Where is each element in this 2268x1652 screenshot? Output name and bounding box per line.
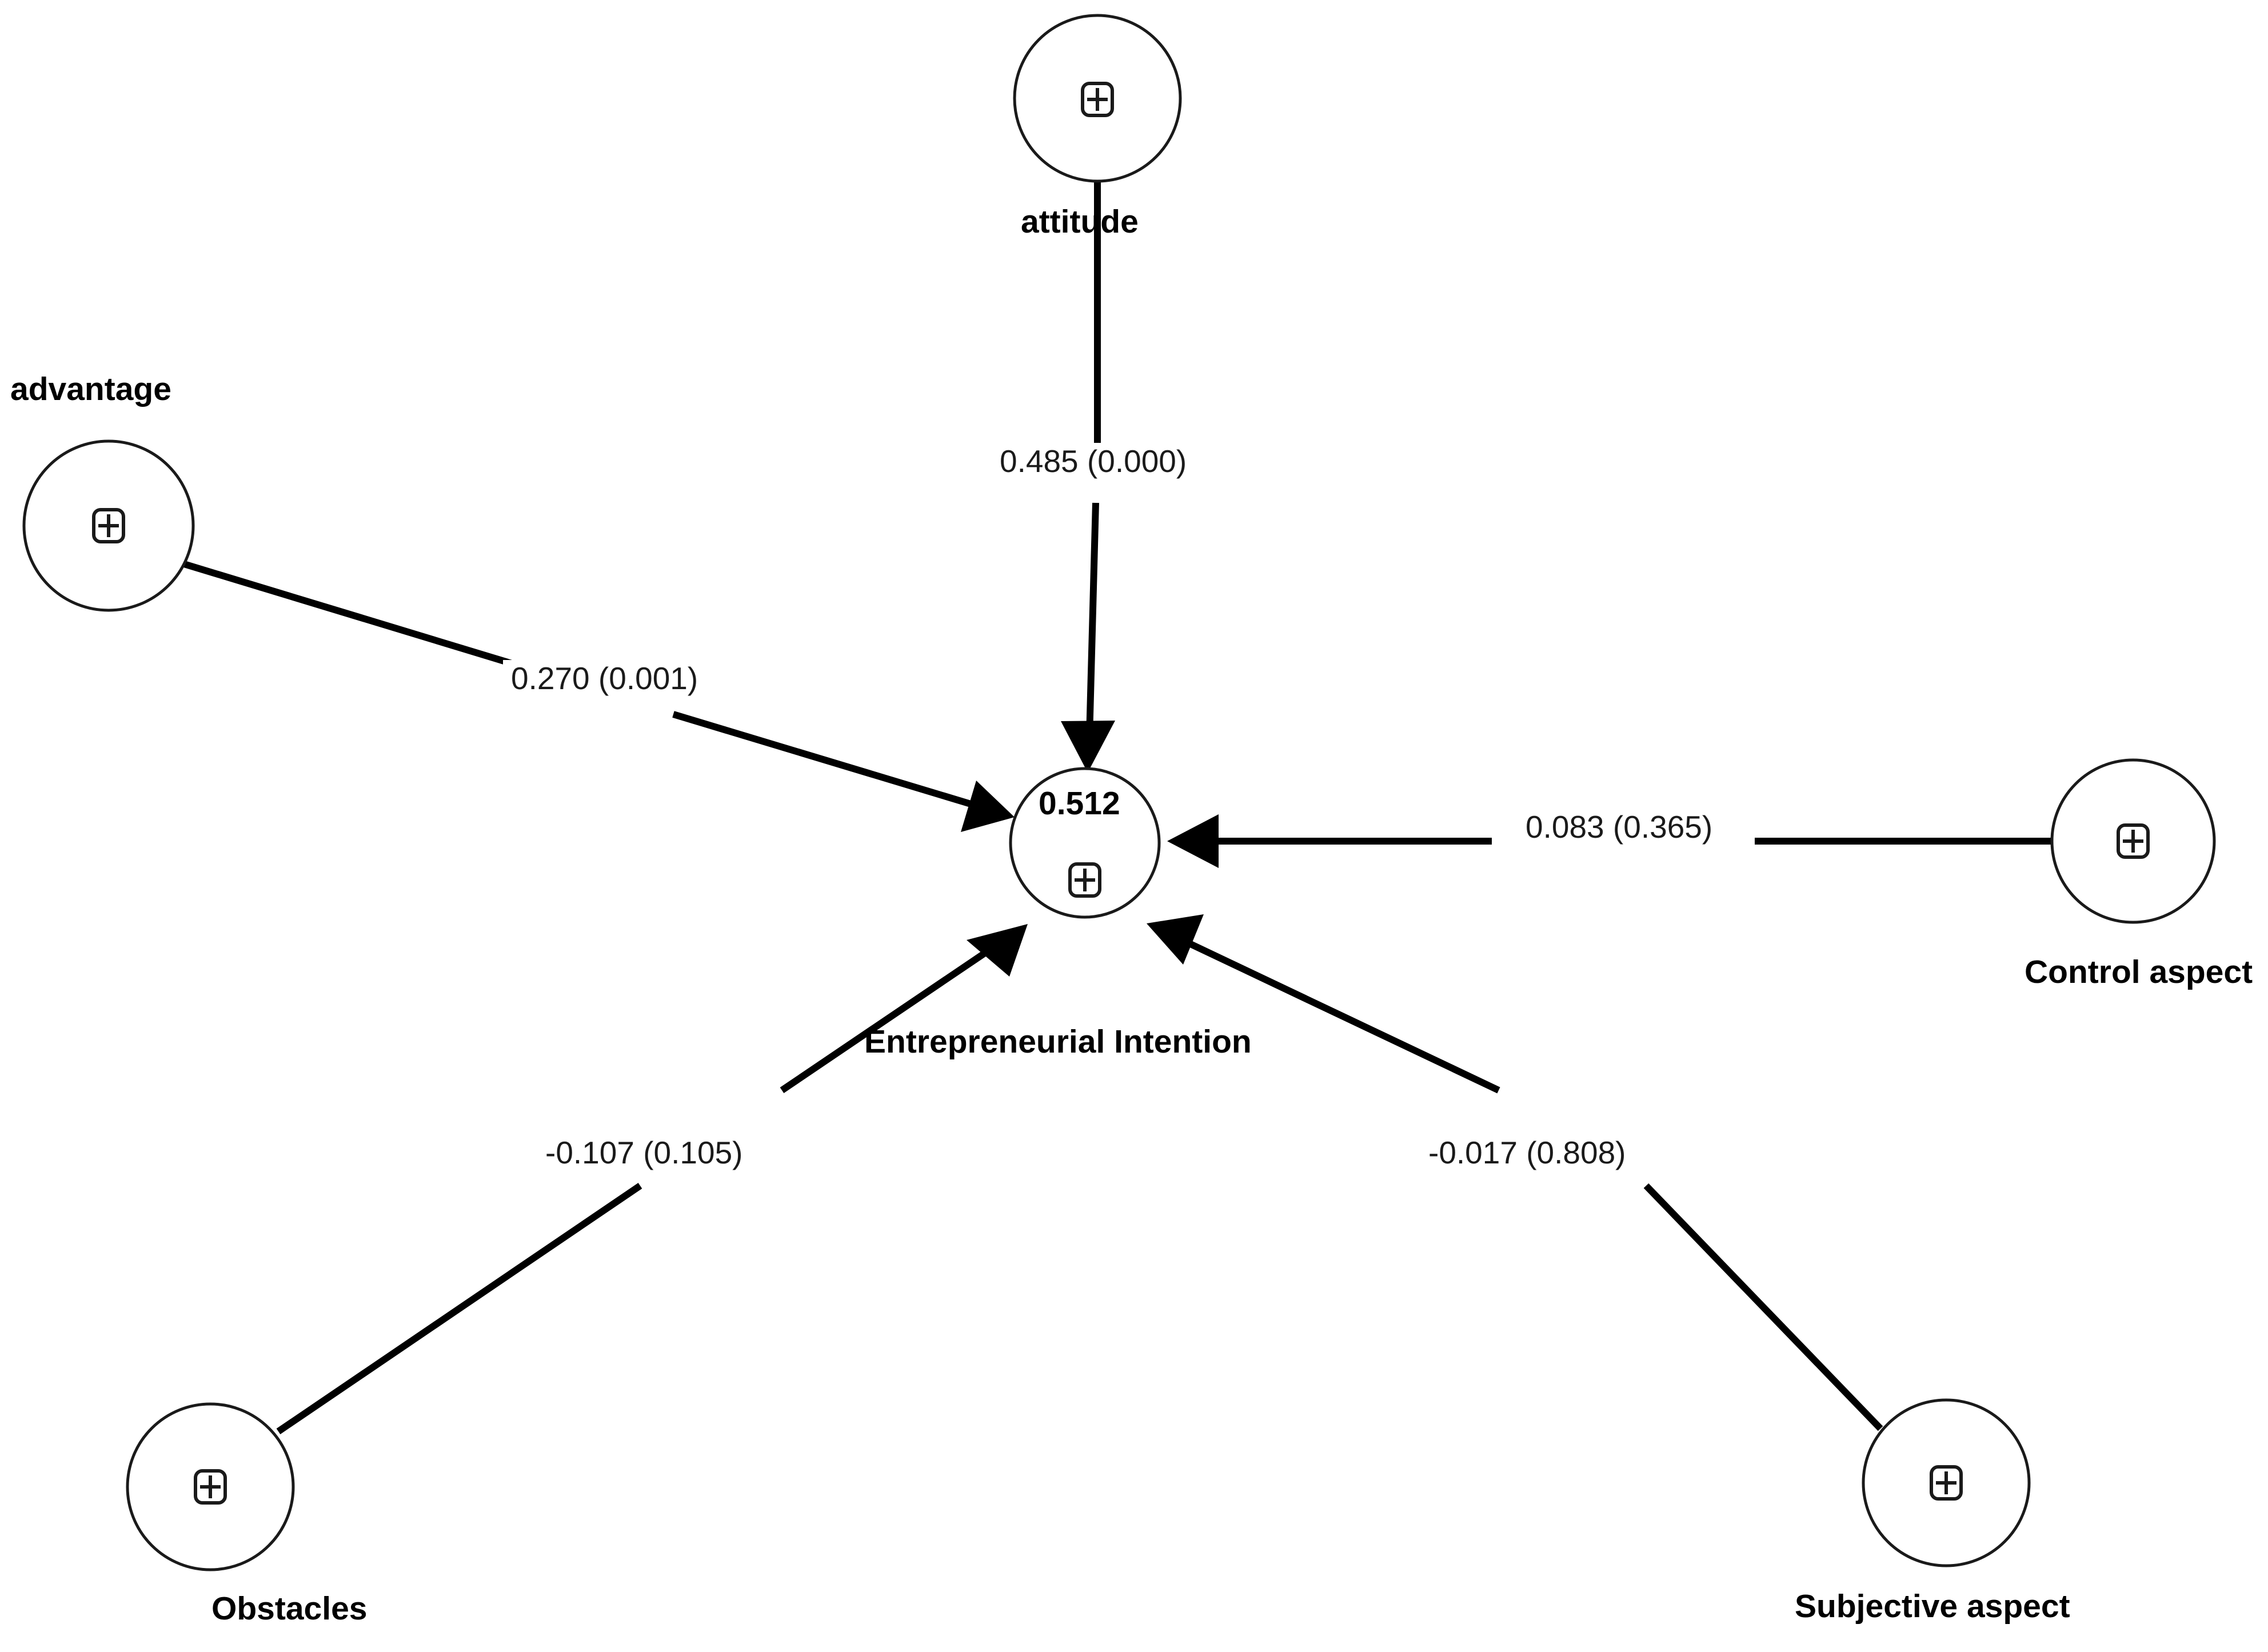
edge-subjective-segment-upper [1179,936,1500,1094]
node-label-entrepreneurial-intention: Entrepreneurial Intention [864,1023,1252,1060]
plus-square-icon [194,1469,227,1505]
edge-label-subjective-to-ei: -0.017 (0.808) [1420,1134,1634,1172]
node-control-aspect[interactable] [2050,758,2216,924]
plus-square-icon [1068,862,1101,898]
edge-advantage-segment-upper [183,561,518,669]
edge-control-arrowhead [1167,814,1219,868]
node-label-obstacles: Obstacles [211,1590,368,1627]
edge-subjective-arrowhead [1147,914,1204,965]
edge-control-to-ei [1167,814,2052,868]
node-advantage[interactable] [22,439,195,612]
edge-advantage-to-ei [183,561,1015,832]
node-subjective-aspect[interactable] [1862,1398,2031,1567]
edge-obstacles-to-ei [276,924,1028,1434]
edge-label-obstacles-to-ei: -0.107 (0.105) [537,1134,751,1172]
edge-subjective-segment-lower [1643,1183,1883,1431]
edge-attitude-arrowhead [1061,721,1115,773]
node-label-control-aspect: Control aspect [2025,954,2253,990]
edge-label-advantage-to-ei: 0.270 (0.001) [503,660,706,698]
edge-obstacles-segment-lower [276,1183,642,1434]
plus-square-icon [1930,1465,1963,1501]
node-label-advantage: advantage [10,371,171,407]
edge-subjective-to-ei [1147,914,1883,1431]
plus-square-icon [92,508,125,543]
node-obstacles[interactable] [126,1402,295,1571]
edge-advantage-segment-lower [672,711,981,810]
edge-advantage-arrowhead [961,781,1015,832]
edge-obstacles-arrowhead [967,924,1028,977]
node-label-subjective-aspect: Subjective aspect [1795,1588,2070,1625]
edge-label-attitude-to-ei: 0.485 (0.000) [992,443,1195,481]
r-squared-value: 0.512 [1039,785,1120,822]
plus-square-icon [2117,823,2150,859]
edge-attitude-segment-lower [1086,502,1099,738]
edge-label-control-to-ei: 0.083 (0.365) [1518,809,1721,846]
node-label-attitude: attitude [1021,203,1139,240]
node-entrepreneurial-intention[interactable] [1009,767,1161,919]
edge-attitude-to-ei [1061,181,1115,773]
node-attitude[interactable] [1013,14,1182,183]
plus-square-icon [1081,82,1114,117]
edge-obstacles-segment-upper [780,943,998,1093]
node-entrepreneurial-intention-circle[interactable] [1009,767,1161,919]
